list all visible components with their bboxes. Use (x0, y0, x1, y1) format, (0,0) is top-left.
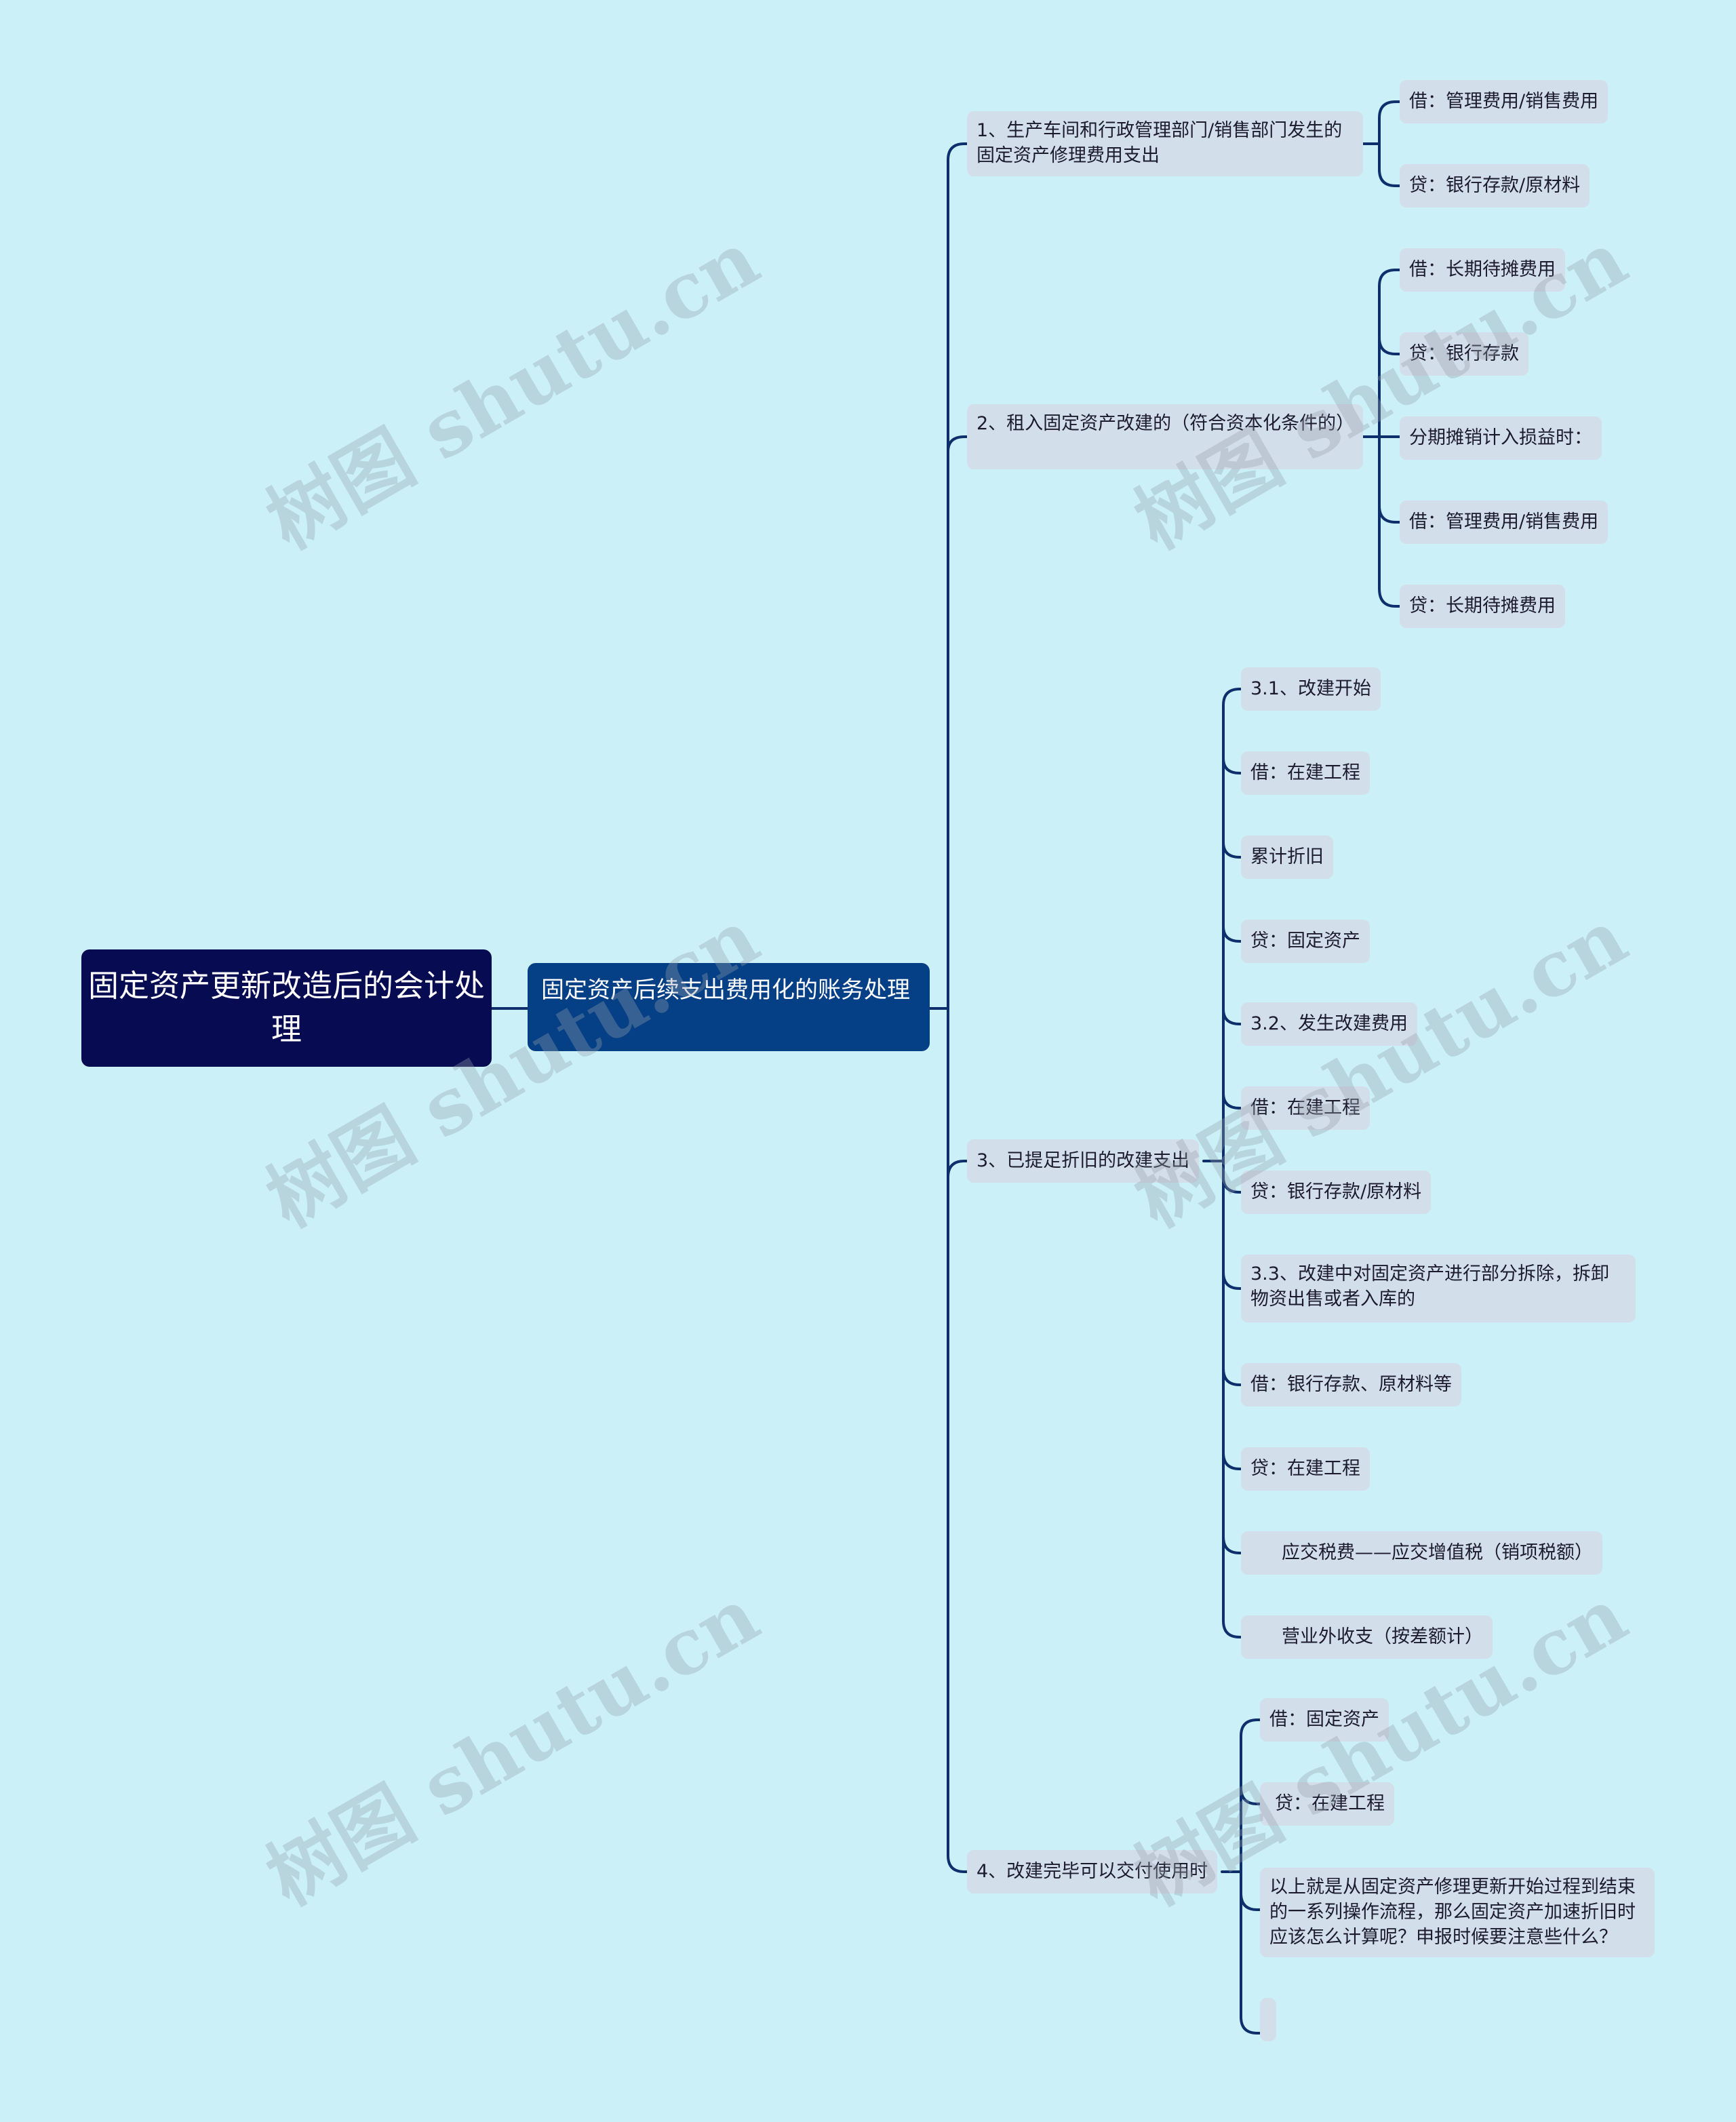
connector-b3 (1202, 688, 1242, 1638)
b4-item-3[interactable]: 以上就是从固定资产修理更新开始过程到结束的一系列操作流程，那么固定资产加速折旧时… (1260, 1868, 1655, 1957)
b3-item-9[interactable]: 借：银行存款、原材料等 (1241, 1363, 1461, 1407)
b4-item-2[interactable]: 贷：在建工程 (1260, 1782, 1394, 1826)
root-node[interactable]: 固定资产更新改造后的会计处理 (81, 949, 492, 1067)
b1-item-1[interactable]: 借：管理费用/销售费用 (1400, 80, 1609, 123)
level1-node[interactable]: 固定资产后续支出费用化的账务处理 (528, 963, 930, 1051)
b3-item-6[interactable]: 借：在建工程 (1241, 1086, 1370, 1130)
b3-item-12[interactable]: 营业外收支（按差额计） (1241, 1615, 1493, 1659)
b4-item-1[interactable]: 借：固定资产 (1260, 1698, 1389, 1742)
b2-item-2[interactable]: 贷：银行存款 (1400, 332, 1528, 376)
b2-item-3[interactable]: 分期摊销计入损益时： (1400, 416, 1602, 460)
b2-item-4[interactable]: 借：管理费用/销售费用 (1400, 500, 1609, 544)
b3-item-4[interactable]: 贷：固定资产 (1241, 920, 1370, 963)
b3-item-10[interactable]: 贷：在建工程 (1241, 1447, 1370, 1491)
branch-1-node[interactable]: 1、生产车间和行政管理部门/销售部门发生的固定资产修理费用支出 (967, 111, 1363, 176)
branch-4-node[interactable]: 4、改建完毕可以交付使用时 (967, 1850, 1218, 1893)
branch-2-node[interactable]: 2、租入固定资产改建的（符合资本化条件的） (967, 404, 1363, 469)
b2-item-1[interactable]: 借：长期待摊费用 (1400, 248, 1565, 292)
b1-item-2[interactable]: 贷：银行存款/原材料 (1400, 164, 1590, 208)
b4-item-4[interactable] (1260, 1998, 1276, 2041)
connector-l1-branches (928, 142, 968, 1873)
connector-b2 (1362, 269, 1401, 608)
branch-3-node[interactable]: 3、已提足折旧的改建支出 (967, 1139, 1200, 1183)
connector-b1 (1362, 100, 1401, 187)
b3-item-2[interactable]: 借：在建工程 (1241, 751, 1370, 795)
b3-item-3[interactable]: 累计折旧 (1241, 836, 1333, 879)
b3-item-11[interactable]: 应交税费——应交增值税（销项税额） (1241, 1531, 1602, 1575)
b3-item-8[interactable]: 3.3、改建中对固定资产进行部分拆除，拆卸物资出售或者入库的 (1241, 1255, 1636, 1322)
b3-item-5[interactable]: 3.2、发生改建费用 (1241, 1002, 1417, 1046)
b2-item-5[interactable]: 贷：长期待摊费用 (1400, 585, 1565, 628)
b3-item-7[interactable]: 贷：银行存款/原材料 (1241, 1171, 1432, 1214)
b3-item-1[interactable]: 3.1、改建开始 (1241, 667, 1381, 711)
connector-b4 (1221, 1718, 1261, 2035)
